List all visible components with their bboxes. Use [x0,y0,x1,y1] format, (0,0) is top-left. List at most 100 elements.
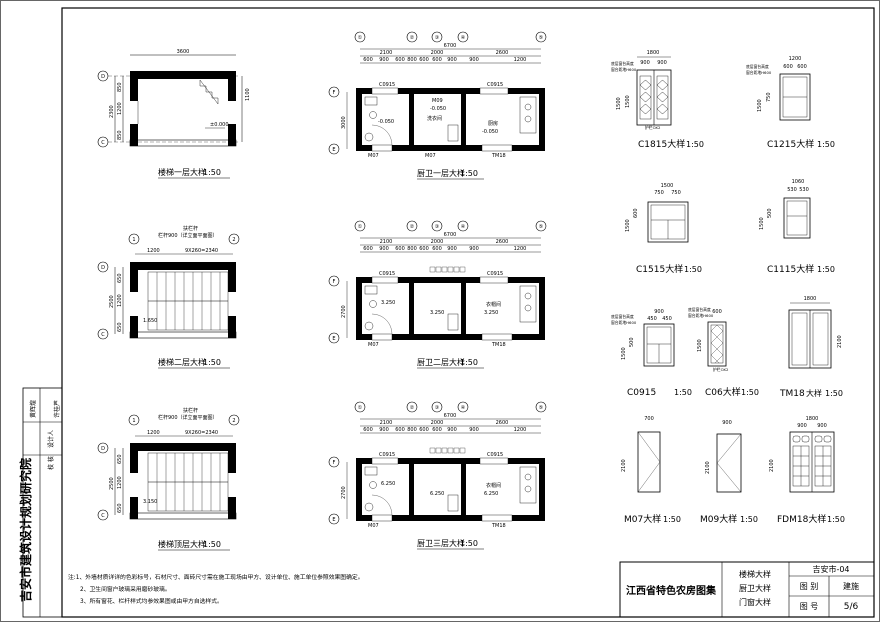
svg-text:TM18: TM18 [491,153,506,159]
category-value: 建施 [843,581,859,591]
svg-text:2000: 2000 [431,50,444,56]
svg-text:C0915: C0915 [379,452,395,458]
svg-text:C0915: C0915 [379,82,395,88]
svg-text:3.250: 3.250 [430,310,444,316]
svg-text:6.250: 6.250 [484,491,498,497]
svg-text:±0.000: ±0.000 [210,122,229,128]
svg-text:900: 900 [797,423,807,429]
svg-text:600: 600 [395,246,405,252]
svg-text:650: 650 [117,454,123,464]
kitchen-second-caption: 厨卫二层大样 [417,357,465,367]
svg-text:900: 900 [379,246,389,252]
svg-text:③: ③ [435,35,439,41]
svg-text:9X260=2340: 9X260=2340 [185,430,218,436]
svg-text:扶栏杆: 扶栏杆 [183,407,198,414]
svg-text:E: E [332,517,335,523]
drawing-title-2: 厨卫大样 [739,583,771,593]
svg-text:3.250: 3.250 [484,310,498,316]
svg-text:1:50: 1:50 [684,265,702,274]
svg-text:600: 600 [432,57,442,63]
svg-text:栏杆900（详立面平面图）: 栏杆900（详立面平面图） [158,414,218,421]
svg-text:600: 600 [432,427,442,433]
svg-text:⑤: ⑤ [539,405,543,411]
svg-text:2000: 2000 [431,420,444,426]
svg-text:护栏OX2: 护栏OX2 [645,125,661,130]
svg-text:2700: 2700 [341,486,347,499]
svg-text:2600: 2600 [496,420,509,426]
svg-text:底层窗台高度: 底层窗台高度 [688,307,711,312]
svg-text:1800: 1800 [647,50,660,56]
svg-text:③: ③ [435,224,439,230]
svg-text:600: 600 [712,309,722,315]
svg-text:1:50: 1:50 [686,140,704,149]
svg-text:1200: 1200 [514,57,527,63]
svg-text:TM18: TM18 [491,523,506,529]
svg-text:750: 750 [654,190,664,196]
svg-text:-0.050: -0.050 [378,119,394,125]
note-2: 2、卫生间窗户玻璃采用磨砂玻璃。 [80,585,171,593]
kitchen-third-caption: 厨卫三层大样 [417,538,465,548]
svg-text:①: ① [358,405,363,411]
svg-text:2100: 2100 [621,459,627,472]
svg-text:1:50: 1:50 [825,389,843,398]
svg-text:窗台距地H600: 窗台距地H600 [746,70,772,75]
svg-text:1200: 1200 [117,476,123,489]
svg-text:F: F [333,90,336,96]
svg-text:F: F [333,460,336,466]
svg-text:C: C [101,332,105,338]
svg-text:3000: 3000 [341,116,347,129]
svg-text:1:50: 1:50 [740,515,758,524]
svg-text:1500: 1500 [759,217,765,230]
svg-text:窗台距地H600: 窗台距地H600 [611,320,637,325]
window-c1115: 1060 530 530 1500 500 C1115大样 1:50 [759,179,835,275]
svg-text:900: 900 [447,246,457,252]
stair-plan-first: 3600 D C 2300 850 1200 850 1100 ±0.000 楼… [97,49,251,179]
svg-text:衣帽间: 衣帽间 [486,482,501,489]
svg-text:-0.050: -0.050 [430,106,446,112]
window-c06: 600 底层窗台高度 窗台距地H600 1500 护栏OX2 C06大样 1:5… [688,307,759,398]
drawing-code: 吉安市-04 [812,564,849,574]
svg-text:700: 700 [644,416,654,422]
svg-text:800: 800 [407,246,417,252]
c1815-label: C1815大样 [638,138,685,150]
svg-text:1:50: 1:50 [817,140,835,149]
svg-text:600: 600 [363,427,373,433]
door-m09: 900 2100 M09大样 1:50 [700,420,758,525]
svg-text:衣帽间: 衣帽间 [486,301,501,308]
institute-name: 吉安市建筑设计规划研究院 [18,458,33,602]
note-3: 3、所有窗花、栏杆样式均参效果图或由甲方自选样式。 [80,597,223,605]
svg-text:M07: M07 [368,342,379,348]
c1215-label: C1215大样 [767,138,814,150]
album-title: 江西省特色农房图集 [626,584,717,597]
svg-text:C: C [101,140,105,146]
svg-text:750: 750 [671,190,681,196]
svg-text:900: 900 [657,60,667,66]
svg-text:1:50: 1:50 [827,515,845,524]
svg-text:600: 600 [395,427,405,433]
svg-text:3.250: 3.250 [381,300,395,306]
notes: 注:1、外墙材质详详的色彩标号，石材尺寸、面砖尺寸需在施工现场由甲方、设计单位、… [68,573,364,605]
door-m07: 700 2100 M07大样 1:50 [621,416,681,525]
window-c1215: 1200 600 600 底层窗台高度 窗台距地H600 1500 750 C1… [746,56,835,150]
svg-text:1: 1 [132,237,135,243]
svg-text:600: 600 [797,64,807,70]
svg-text:2600: 2600 [496,239,509,245]
svg-text:1:50: 1:50 [460,539,478,548]
note-1: 注:1、外墙材质详详的色彩标号，石材尺寸、面砖尺寸需在施工现场由甲方、设计单位、… [68,573,364,581]
svg-text:2100: 2100 [380,420,393,426]
title-block-bottom: 江西省特色农房图集 楼梯大样 厨卫大样 门窗大样 吉安市-04 图 别 建施 图… [619,561,875,618]
svg-text:650: 650 [117,273,123,283]
svg-text:900: 900 [654,309,664,315]
svg-text:1800: 1800 [806,416,819,422]
svg-text:650: 650 [117,322,123,332]
svg-text:①: ① [358,35,363,41]
svg-text:1500: 1500 [616,97,622,110]
svg-text:1500: 1500 [661,183,674,189]
svg-text:1200: 1200 [147,430,160,436]
svg-text:C0915: C0915 [487,452,503,458]
svg-text:900: 900 [722,420,732,426]
checker-name: 许桂芦 [53,400,61,418]
svg-text:1100: 1100 [245,88,251,101]
